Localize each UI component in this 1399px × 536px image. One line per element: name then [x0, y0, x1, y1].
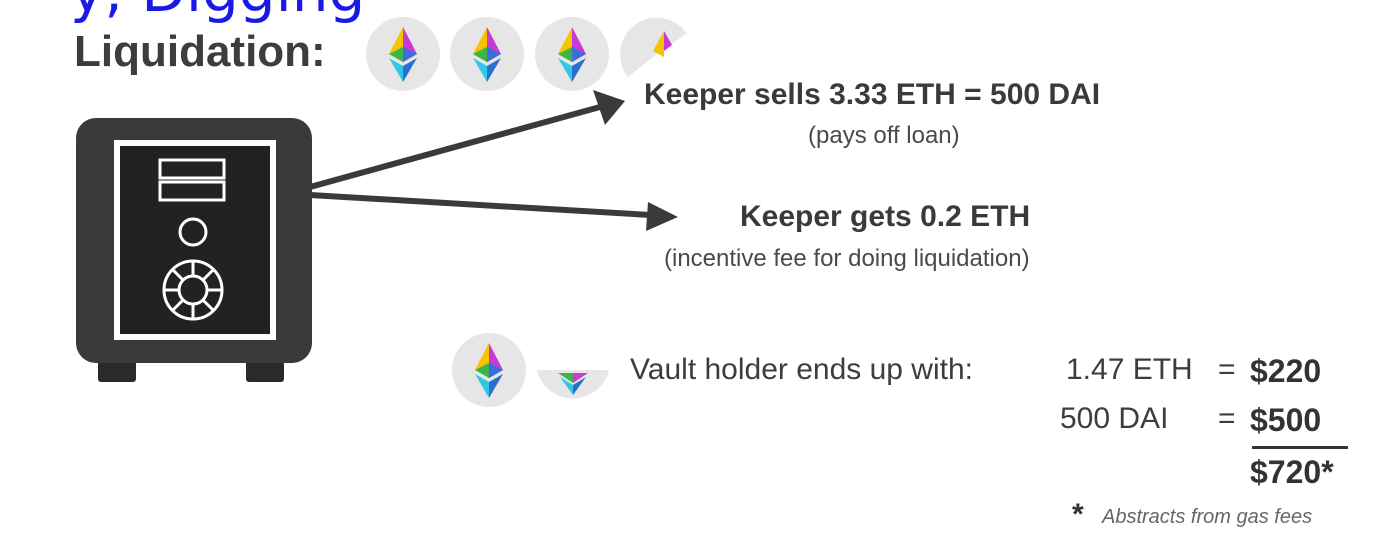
footnote-asterisk: * — [1072, 498, 1084, 531]
partial-eth-coin-icon — [537, 370, 609, 399]
sum-divider — [1252, 446, 1348, 449]
eth-equals: = — [1218, 353, 1236, 386]
vault-holder-label: Vault holder ends up with: — [630, 353, 973, 386]
keeper-gets-text: Keeper gets 0.2 ETH — [740, 200, 1031, 233]
total-usd-value: $720* — [1250, 454, 1334, 490]
keeper-sells-subtitle: (pays off loan) — [808, 122, 960, 149]
eth-coin-icon — [535, 17, 609, 91]
eth-amount: 1.47 ETH — [1066, 353, 1193, 386]
eth-coin-icon — [366, 17, 440, 91]
footnote-text: Abstracts from gas fees — [1102, 506, 1313, 528]
dai-usd-value: $500 — [1250, 402, 1322, 438]
keeper-sells-text: Keeper sells 3.33 ETH = 500 DAI — [644, 78, 1101, 111]
keeper-gets-subtitle: (incentive fee for doing liquidation) — [664, 245, 1030, 272]
arrow-to-fee — [309, 192, 651, 218]
arrow-to-sell — [309, 104, 601, 190]
liquidation-title: Liquidation: — [74, 27, 326, 76]
eth-usd-value: $220 — [1250, 353, 1322, 389]
dai-equals: = — [1218, 402, 1236, 435]
partial-eth-coin-icon — [620, 17, 687, 77]
arrows — [309, 90, 678, 231]
eth-coin-icon — [452, 333, 526, 407]
safe-vault-icon — [76, 118, 312, 382]
cut-off-heading: y, Digging — [70, 0, 365, 20]
dai-amount: 500 DAI — [1060, 402, 1169, 435]
eth-coin-icon — [450, 17, 524, 91]
